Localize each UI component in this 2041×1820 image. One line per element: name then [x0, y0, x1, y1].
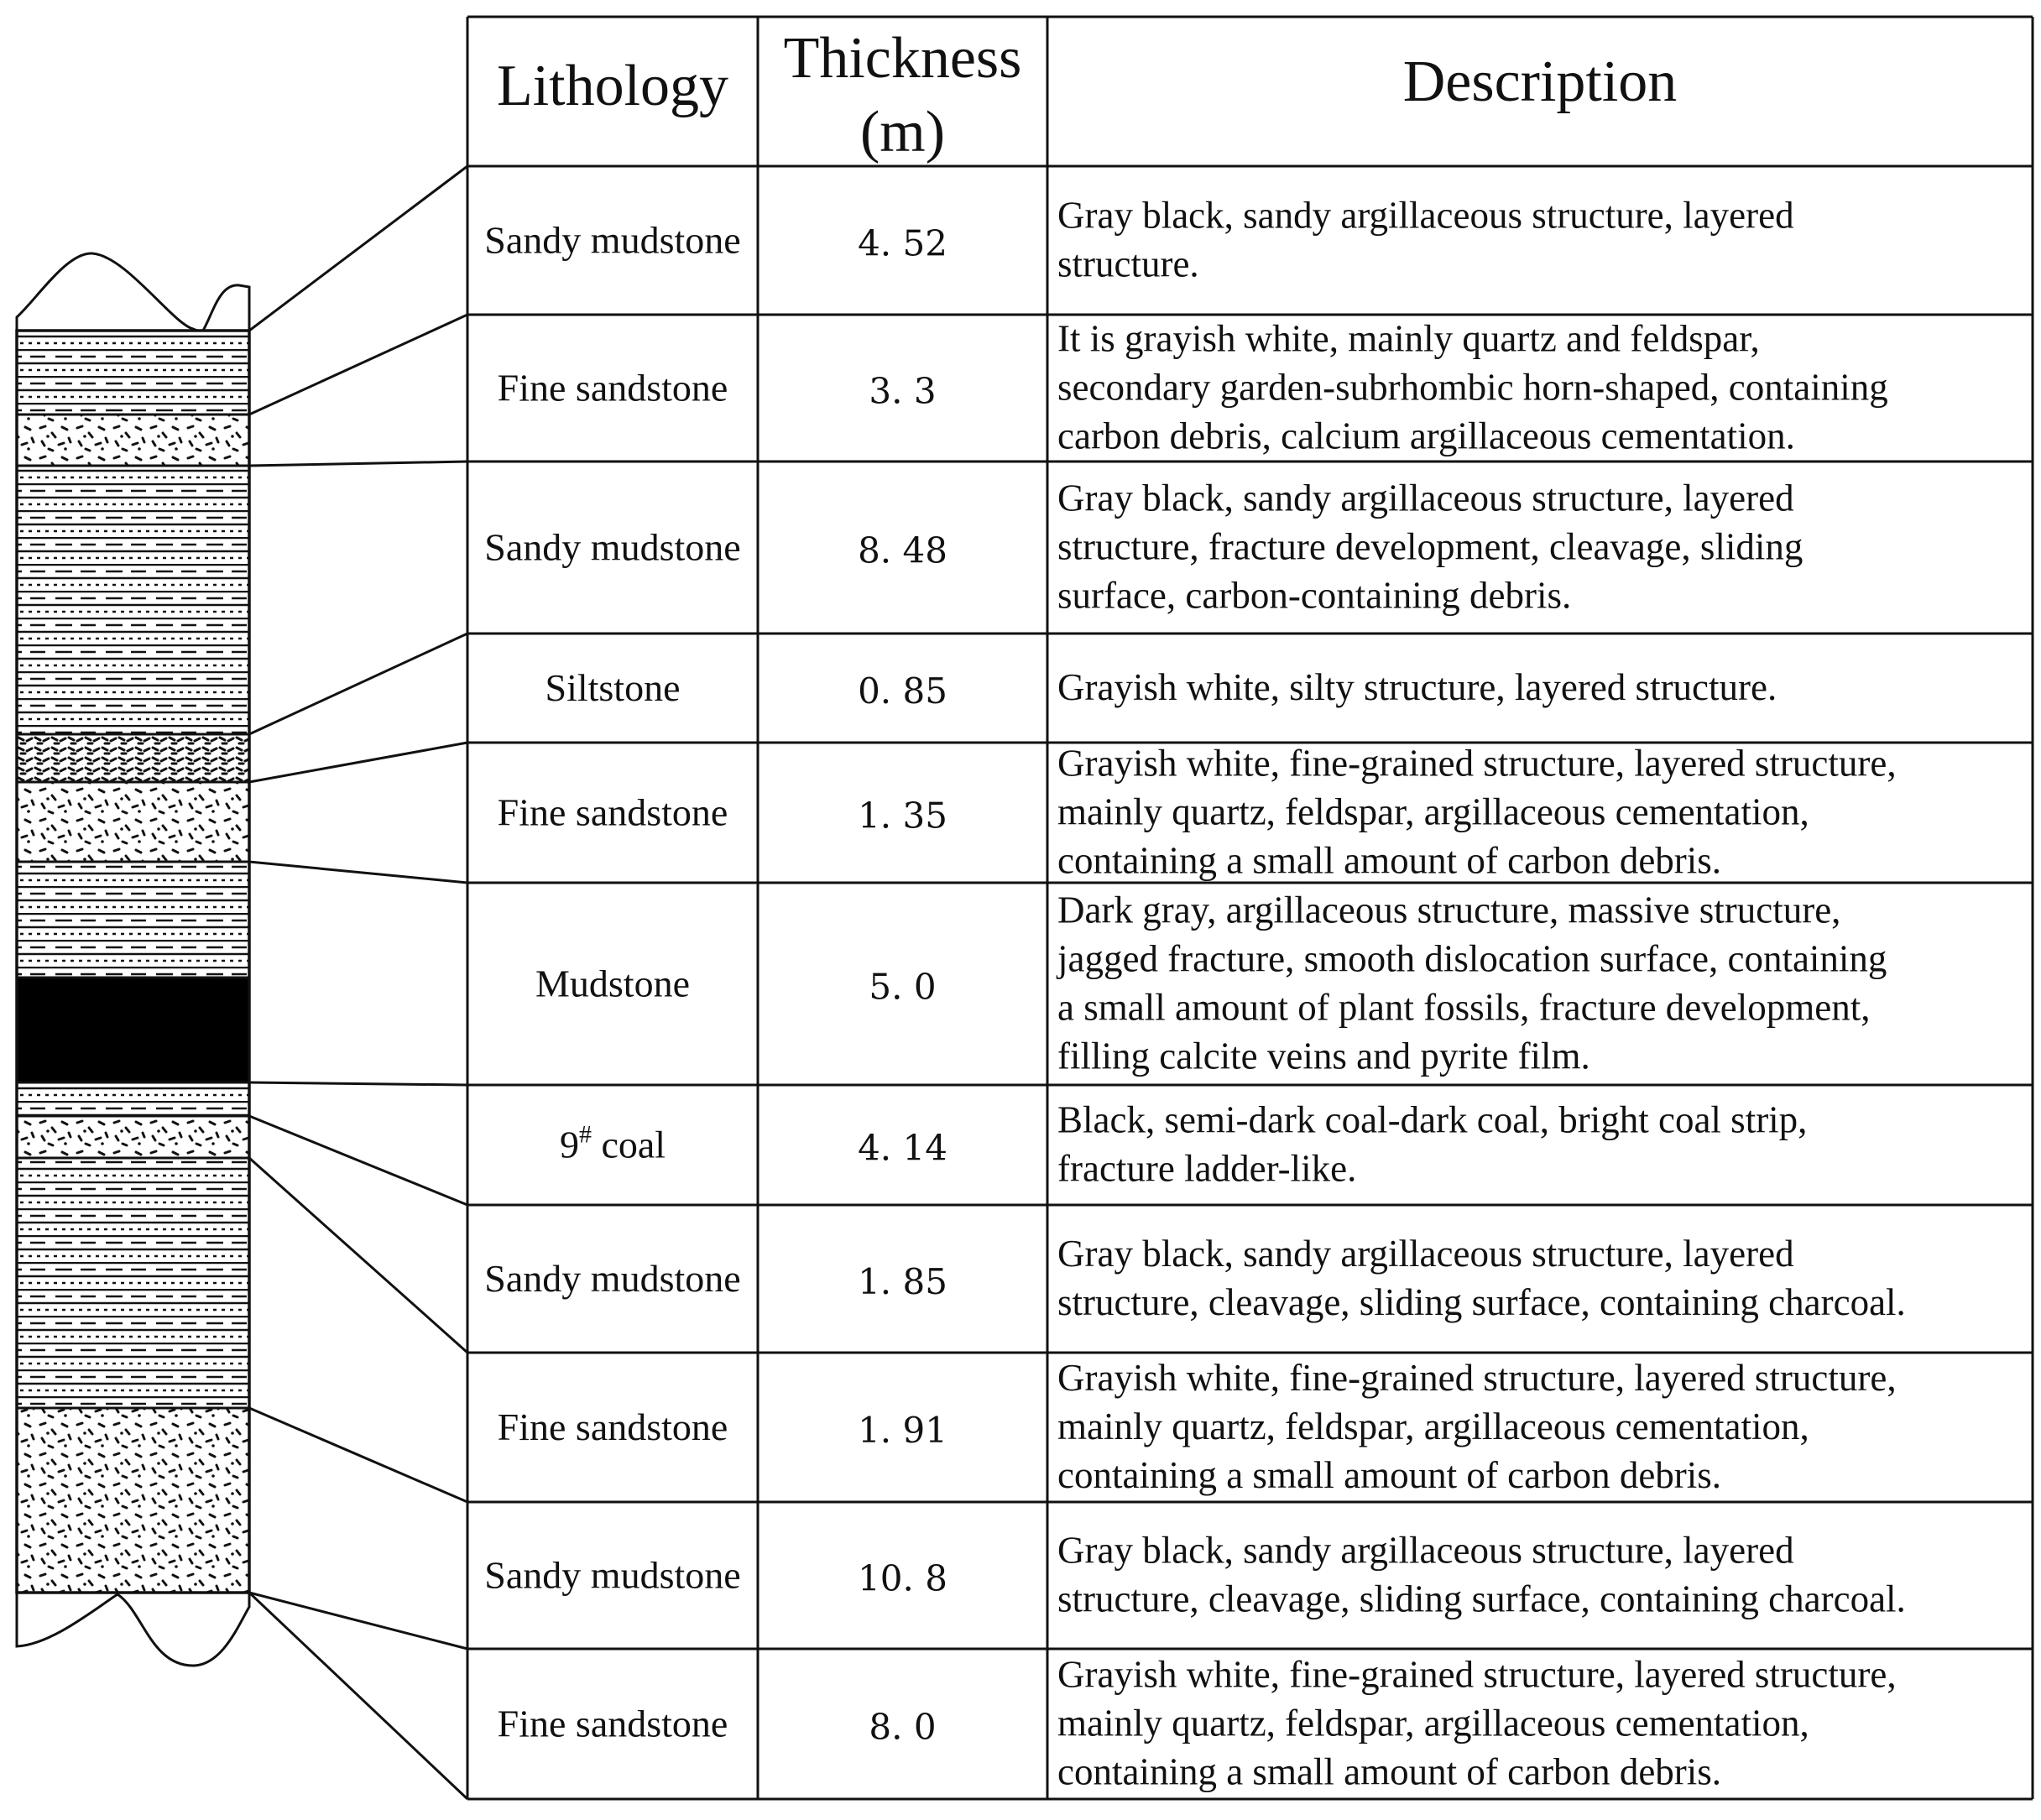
table-row: Sandy mudstone 10. 8 Gray black, sandy arg…: [484, 1530, 1906, 1620]
header-thickness: Thickness: [784, 26, 1022, 91]
layer-fine-sandstone: [15, 780, 251, 863]
lithology-cell: Siltstone: [545, 666, 680, 709]
description-line: Grayish white, silty structure, layered …: [1057, 666, 1777, 708]
lithology-cell: Fine sandstone: [498, 1703, 728, 1745]
description-line: Gray black, sandy argillaceous structure…: [1057, 195, 1794, 237]
lithology-cell: 9# coal: [560, 1121, 666, 1166]
thickness-cell: 8. 48: [858, 530, 947, 571]
description-line: containing a small amount of carbon debr…: [1057, 840, 1721, 882]
description-line: fracture ladder-like.: [1057, 1148, 1356, 1190]
description-line: mainly quartz, feldspar, argillaceous ce…: [1057, 1405, 1809, 1447]
table-row: Mudstone 5. 0 Dark gray, argillaceous stru…: [535, 889, 1887, 1077]
lithology-cell: Mudstone: [535, 962, 690, 1005]
table-row: Sandy mudstone 8. 48 Gray black, sandy arg…: [484, 477, 1803, 617]
description-line: containing a small amount of carbon debr…: [1057, 1751, 1721, 1793]
connector-line: [248, 632, 468, 736]
connector-line: [248, 741, 468, 784]
thickness-cell: 1. 35: [858, 795, 947, 837]
layer-mudstone: [15, 860, 251, 979]
connector-line: [248, 460, 468, 467]
description-line: secondary garden-subrhombic horn-shaped,…: [1057, 367, 1888, 409]
layer-fine-sandstone: [15, 1114, 251, 1160]
layer-sandy-mudstone: [15, 464, 251, 736]
connector-line: [248, 1591, 469, 1801]
description-line: filling calcite veins and pyrite film.: [1057, 1035, 1590, 1077]
table-row: Siltstone 0. 85 Grayish white, silty struc…: [545, 666, 1777, 712]
layer-fine-sandstone: [15, 1406, 251, 1594]
column-bottom-break: [15, 1593, 251, 1667]
lithology-cell: Fine sandstone: [498, 791, 728, 834]
thickness-cell: 8. 0: [869, 1707, 936, 1748]
layer-sandy-mudstone: [15, 1081, 251, 1118]
description-line: Dark gray, argillaceous structure, massi…: [1057, 889, 1840, 931]
description-line: a small amount of plant fossils, fractur…: [1057, 987, 1871, 1029]
table-row: Fine sandstone 3. 3 It is grayish white, m…: [498, 318, 1888, 457]
table-row: Sandy mudstone 4. 52 Gray black, sandy arg…: [484, 195, 1793, 285]
layer-siltstone: [15, 733, 251, 784]
thickness-cell: 4. 52: [858, 223, 947, 264]
lithology-cell: Fine sandstone: [498, 367, 728, 409]
description-line: containing a small amount of carbon debr…: [1057, 1454, 1721, 1496]
description-line: Grayish white, fine-grained structure, l…: [1057, 743, 1897, 785]
thickness-cell: 1. 91: [858, 1410, 947, 1451]
lithology-cell: Sandy mudstone: [484, 219, 740, 262]
header-thickness-unit: (m): [860, 100, 945, 164]
thickness-cell: 5. 0: [869, 967, 936, 1008]
description-line: Black, semi-dark coal-dark coal, bright …: [1057, 1099, 1807, 1141]
description-line: Gray black, sandy argillaceous structure…: [1057, 1233, 1794, 1275]
lithology-cell: Sandy mudstone: [484, 1554, 740, 1597]
description-line: Grayish white, fine-grained structure, l…: [1057, 1357, 1897, 1399]
connector-line: [248, 1156, 468, 1354]
connector-line: [248, 164, 468, 332]
description-line: jagged fracture, smooth dislocation surf…: [1056, 938, 1887, 980]
thickness-cell: 10. 8: [858, 1558, 947, 1599]
column-top-break: [15, 252, 251, 332]
description-line: structure, cleavage, sliding surface, co…: [1057, 1578, 1906, 1620]
header-lithology: Lithology: [497, 54, 728, 118]
table-row: 9# coal 4. 14 Black, semi-dark coal-dark c…: [560, 1099, 1808, 1190]
lithology-cell: Sandy mudstone: [484, 1257, 740, 1300]
connector-line: [248, 1081, 468, 1087]
description-line: structure.: [1057, 243, 1199, 285]
table-row: Fine sandstone 1. 91 Grayish white, fine-g…: [498, 1357, 1897, 1496]
description-line: Gray black, sandy argillaceous structure…: [1057, 477, 1794, 519]
description-line: surface, carbon-containing debris.: [1057, 575, 1571, 617]
description-line: carbon debris, calcium argillaceous ceme…: [1057, 415, 1795, 457]
description-line: mainly quartz, feldspar, argillaceous ce…: [1057, 1703, 1809, 1744]
lithology-cell: Sandy mudstone: [484, 526, 740, 569]
table-row: Fine sandstone 1. 35 Grayish white, fine-g…: [498, 743, 1897, 882]
description-line: structure, fracture development, cleavag…: [1057, 526, 1803, 568]
thickness-cell: 1. 85: [858, 1261, 947, 1302]
connector-line: [248, 313, 468, 416]
connector-line: [248, 860, 468, 884]
connector-lines: [248, 164, 469, 1801]
connector-line: [248, 1591, 468, 1651]
layer-sandy-mudstone: [15, 1156, 251, 1410]
connector-line: [248, 1114, 468, 1207]
description-line: mainly quartz, feldspar, argillaceous ce…: [1057, 791, 1809, 833]
description-line: Gray black, sandy argillaceous structure…: [1057, 1530, 1794, 1572]
description-line: structure, cleavage, sliding surface, co…: [1057, 1281, 1906, 1323]
layer-sandy-mudstone: [15, 329, 251, 416]
connector-line: [248, 1406, 468, 1504]
thickness-cell: 3. 3: [869, 371, 936, 412]
description-line: It is grayish white, mainly quartz and f…: [1057, 318, 1760, 360]
table-row: Fine sandstone 8. 0 Grayish white, fine-gr…: [498, 1654, 1897, 1793]
header-description: Description: [1403, 50, 1678, 114]
thickness-cell: 0. 85: [858, 670, 947, 712]
layer-fine-sandstone: [15, 413, 251, 467]
lithology-cell: Fine sandstone: [498, 1405, 728, 1448]
thickness-cell: 4. 14: [858, 1128, 947, 1169]
table-row: Sandy mudstone 1. 85 Gray black, sandy arg…: [484, 1233, 1906, 1323]
description-line: Grayish white, fine-grained structure, l…: [1057, 1654, 1897, 1696]
column-outline: [15, 329, 251, 1594]
stratigraphic-column: [15, 252, 251, 1667]
layer-coal: [15, 976, 251, 1084]
